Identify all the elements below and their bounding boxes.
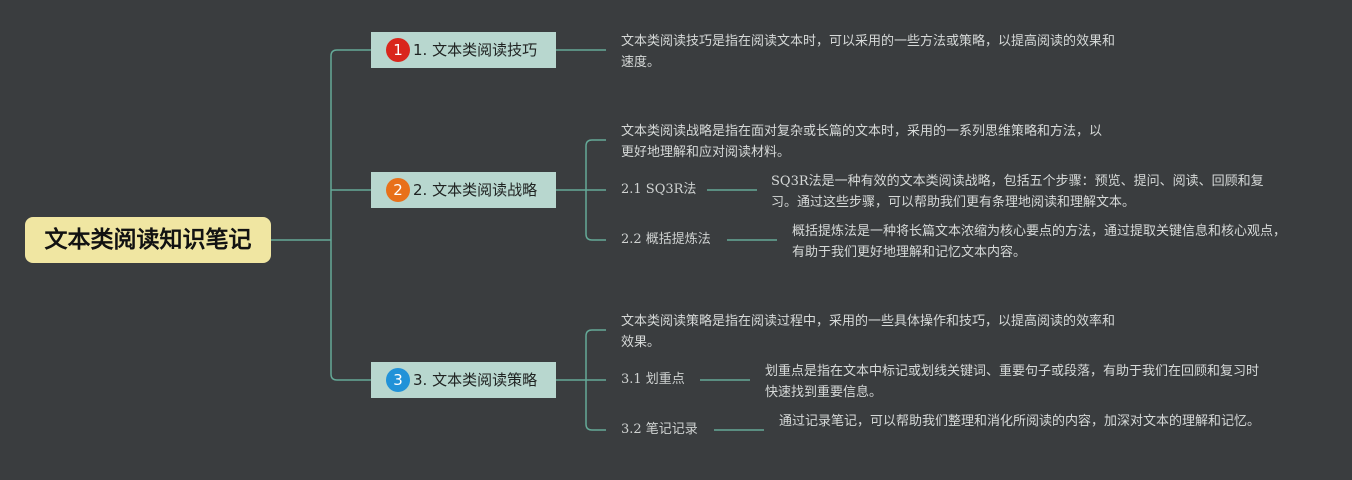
root-topic[interactable]: 文本类阅读知识笔记 — [25, 217, 271, 263]
subtopic-3-1-note: 划重点是指在文本中标记或划线关键词、重要句子或段落，有助于我们在回顾和复习时快速… — [765, 364, 1260, 400]
priority-3-icon: 3 — [386, 368, 410, 392]
branch-1-title: 1. 文本类阅读技巧 — [413, 41, 538, 59]
priority-1-icon: 1 — [386, 38, 410, 62]
subtopic-3-2-note: 通过记录笔记，可以帮助我们整理和消化所阅读的内容，加深对文本的理解和记忆。 — [779, 414, 1261, 429]
root-title: 文本类阅读知识笔记 — [44, 227, 252, 253]
branch-2-title: 2. 文本类阅读战略 — [413, 181, 538, 199]
branch-3-topic[interactable]: 3 3. 文本类阅读策略 — [371, 362, 556, 398]
branch-3-note: 文本类阅读策略是指在阅读过程中，采用的一些具体操作和技巧，以提高阅读的效率和效果… — [621, 314, 1116, 350]
branch-3-title: 3. 文本类阅读策略 — [413, 371, 538, 389]
branch-1-topic[interactable]: 1 1. 文本类阅读技巧 — [371, 32, 556, 68]
connector-trunk — [330, 49, 371, 381]
branch-2-topic[interactable]: 2 2. 文本类阅读战略 — [371, 172, 556, 208]
branch-1-note: 文本类阅读技巧是指在阅读文本时，可以采用的一些方法或策略，以提高阅读的效果和速度… — [621, 34, 1116, 70]
priority-2-icon: 2 — [386, 178, 410, 202]
subtopic-2-1-note: SQ3R法是一种有效的文本类阅读战略，包括五个步骤：预览、提问、阅读、回顾和复习… — [771, 174, 1264, 210]
subtopic-2-2-note: 概括提炼法是一种将长篇文本浓缩为核心要点的方法，通过提取关键信息和核心观点，有助… — [792, 224, 1287, 260]
subtopic-2-1[interactable]: 2.1 SQ3R法 — [621, 182, 697, 197]
branch-2-note: 文本类阅读战略是指在面对复杂或长篇的文本时，采用的一系列思维策略和方法，以更好地… — [621, 124, 1103, 160]
subtopic-3-1[interactable]: 3.1 划重点 — [621, 372, 685, 387]
subtopic-3-2[interactable]: 3.2 笔记记录 — [621, 422, 698, 437]
subtopic-2-2[interactable]: 2.2 概括提炼法 — [621, 232, 711, 247]
